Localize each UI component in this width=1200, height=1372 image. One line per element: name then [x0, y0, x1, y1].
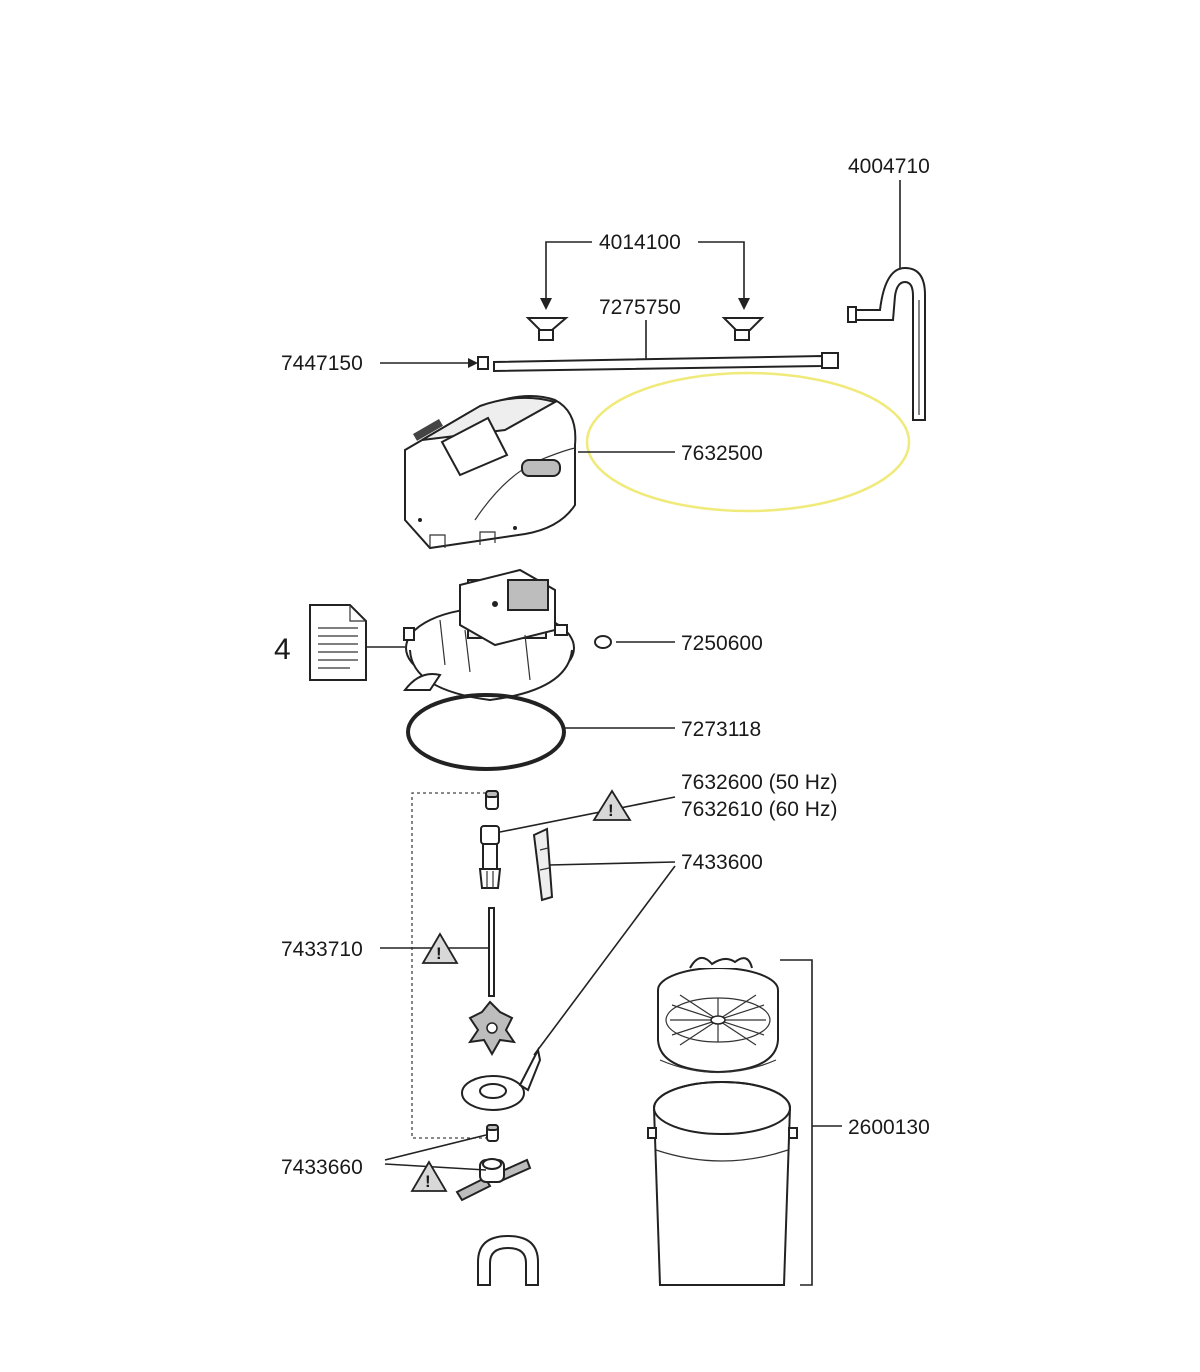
- suction-cup-left: [525, 317, 569, 341]
- leader-7632600: [499, 796, 676, 833]
- bearing-seat-part: [461, 1046, 542, 1111]
- label-7433710: 7433710: [281, 938, 363, 961]
- spray-bar-part: [493, 352, 839, 373]
- svg-text:!: !: [425, 1172, 431, 1191]
- leader-4014100-left: [545, 241, 592, 298]
- leader-7433600-bottom: [533, 865, 676, 1056]
- label-2600130: 2600130: [848, 1116, 930, 1139]
- warning-triangle-icon: !: [410, 1160, 448, 1192]
- leader-7433600-top: [548, 861, 676, 866]
- document-icon: [309, 604, 367, 681]
- label-7632610: 7632610 (60 Hz): [681, 798, 837, 821]
- label-7273118: 7273118: [681, 718, 761, 741]
- shaft-part: [488, 907, 495, 997]
- large-o-ring-part: [406, 693, 566, 771]
- filter-container-part: [647, 1081, 798, 1286]
- svg-text:!: !: [608, 801, 614, 820]
- end-cap-part: [477, 356, 489, 370]
- propeller-part: [455, 1158, 532, 1202]
- label-4004710: 4004710: [848, 155, 930, 178]
- warning-triangle-icon: !: [592, 789, 632, 821]
- small-o-ring-part: [594, 635, 612, 649]
- label-7275750: 7275750: [599, 296, 681, 319]
- label-7433600: 7433600: [681, 851, 763, 874]
- impeller-group-bracket: [411, 792, 486, 1139]
- label-7250600: 7250600: [681, 632, 763, 655]
- pump-cover-part: [404, 395, 577, 550]
- u-bracket-part: [477, 1234, 539, 1286]
- impeller-part: [478, 825, 502, 889]
- label-7632600: 7632600 (50 Hz): [681, 771, 837, 794]
- suction-cup-right: [721, 317, 765, 341]
- bracket-2600130: [780, 959, 813, 1286]
- rotor-part: [467, 1000, 517, 1057]
- leader-7433660-up: [384, 1134, 487, 1161]
- small-cap-part: [486, 1124, 499, 1142]
- svg-text:!: !: [436, 944, 442, 963]
- highlight-ellipse: [585, 371, 911, 513]
- impeller-cap-part: [485, 790, 499, 810]
- leader-7433660-down: [384, 1163, 487, 1171]
- label-7632500: 7632500: [681, 442, 763, 465]
- rubber-buffer-part: [532, 827, 554, 902]
- warning-triangle-icon: !: [421, 932, 459, 964]
- motor-head-part: [402, 568, 575, 702]
- label-4014100: 4014100: [599, 231, 681, 254]
- label-7447150: 7447150: [281, 352, 363, 375]
- label-doc-ref: 4: [274, 633, 291, 666]
- filter-basket-part: [657, 957, 779, 1074]
- outlet-pipe-part: [847, 266, 926, 421]
- leader-4014100-right: [698, 241, 745, 298]
- label-7433660: 7433660: [281, 1156, 363, 1179]
